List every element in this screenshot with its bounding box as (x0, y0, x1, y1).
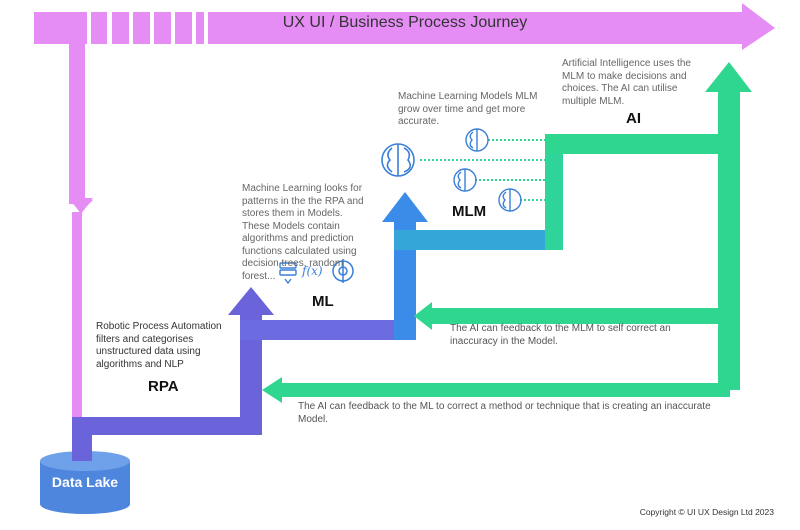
ml-description: Machine Learning looks for patterns in t… (242, 183, 364, 282)
rpa-description: Robotic Process Automation filters and c… (96, 321, 222, 370)
svg-text:f(x): f(x) (301, 264, 323, 278)
ml-path (382, 192, 562, 340)
brain-gear-icon (498, 188, 522, 212)
brain-gear-icon (453, 168, 477, 192)
ai-description: Artificial Intelligence uses the MLM to … (562, 58, 691, 107)
ai-stage-label: AI (626, 110, 641, 127)
feedback-arrow-to-mlm (414, 302, 730, 330)
feedback-arrow-to-ml (262, 377, 730, 403)
banner-title: UX UI / Business Process Journey (282, 14, 528, 31)
brain-connectors (420, 139, 545, 201)
copyright-text: Copyright © UI UX Design Ltd 2023 (639, 507, 774, 517)
journey-banner-arrow (34, 3, 775, 50)
feedback-to-ml-text: The AI can feedback to the ML to correct… (298, 401, 711, 425)
function-icon: f(x) (301, 264, 323, 278)
data-lake-cylinder (40, 451, 130, 514)
ml-stage-label: ML (312, 293, 334, 310)
journey-down-arrow (69, 44, 93, 417)
rpa-stage-label: RPA (148, 378, 179, 395)
brain-gear-icon (465, 128, 489, 152)
feedback-to-mlm-text: The AI can feedback to the MLM to self c… (450, 323, 671, 347)
brain-gear-icon (381, 143, 415, 177)
database-stack-icon (279, 262, 297, 285)
brain-gear-icon (332, 259, 354, 283)
mlm-stage-label: MLM (452, 203, 487, 220)
data-lake-label: Data Lake (51, 474, 119, 490)
rpa-path (72, 287, 410, 461)
mlm-description: Machine Learning Models MLM grow over ti… (398, 91, 538, 127)
